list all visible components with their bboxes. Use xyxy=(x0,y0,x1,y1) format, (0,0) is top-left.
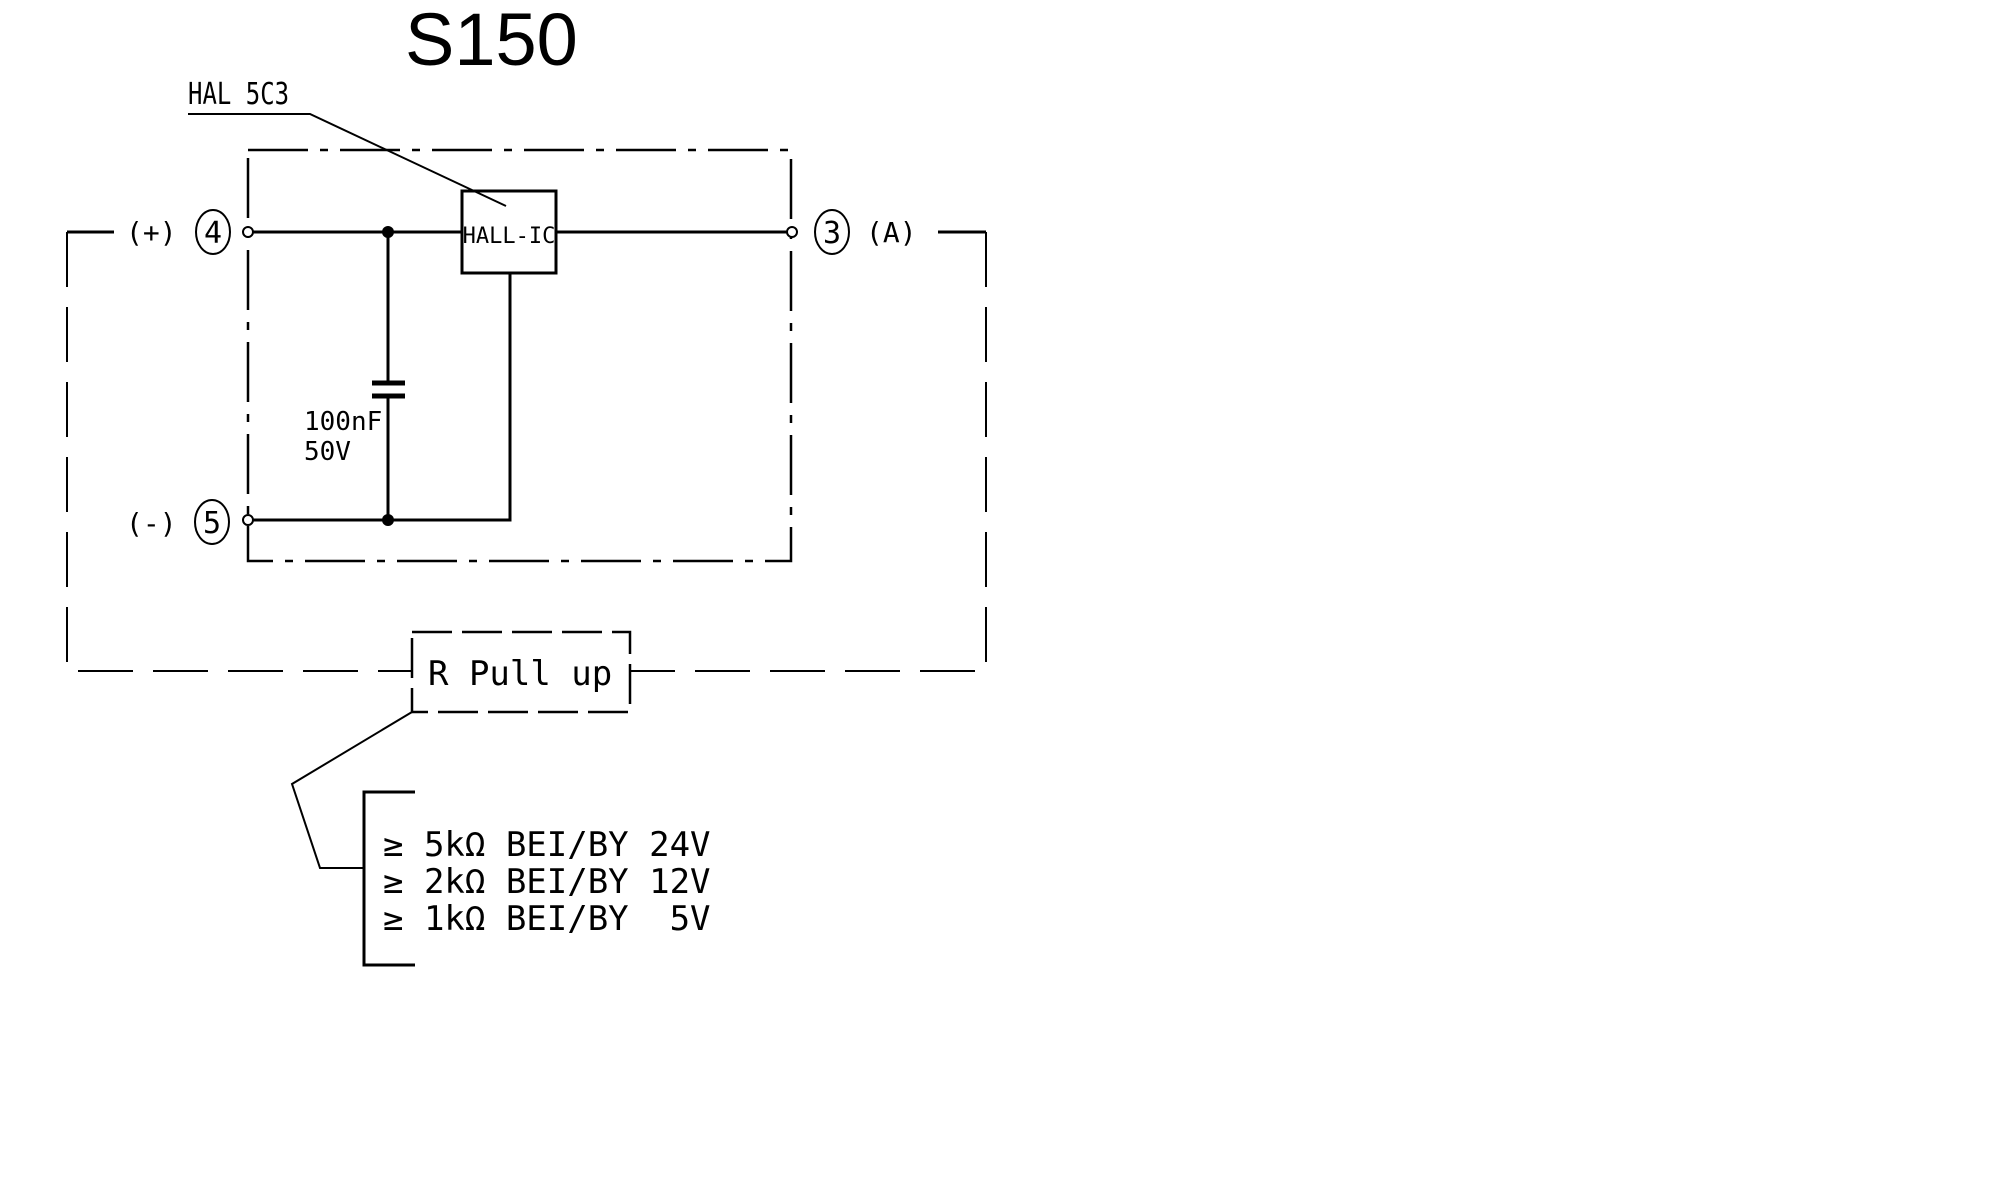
pullup-note-leader xyxy=(290,711,413,869)
terminal-plus-label: (+) xyxy=(126,216,177,249)
terminal-plus-number-circle xyxy=(195,209,231,255)
pullup-note-12v: ≥ 2kΩ BEI/BY 12V xyxy=(383,862,711,902)
pullup-label: R Pull up xyxy=(428,654,612,694)
external-pullup-wire-left xyxy=(66,232,412,672)
pin-output xyxy=(786,226,798,238)
pullup-note-bracket xyxy=(362,790,415,967)
junction-dot xyxy=(382,226,394,238)
capacitor-value: 100nF xyxy=(304,407,382,437)
terminal-minus-number: 5 xyxy=(203,506,221,541)
pullup-note-5v: ≥ 1kΩ BEI/BY 5V xyxy=(383,899,711,939)
terminal-output-label: (A) xyxy=(866,216,917,249)
ic-part-leader xyxy=(188,113,507,207)
capacitor-voltage: 50V xyxy=(304,437,351,467)
terminal-output-number-circle xyxy=(814,209,850,255)
ground-wire xyxy=(248,273,512,522)
terminal-output-number: 3 xyxy=(823,216,841,251)
pullup-note-24v: ≥ 5kΩ BEI/BY 24V xyxy=(383,825,711,865)
hall-ic-label: HALL-IC xyxy=(463,224,556,249)
external-pullup-wire-right xyxy=(630,232,987,672)
pin-minus xyxy=(242,514,254,526)
pin-plus xyxy=(242,226,254,238)
junction-dot xyxy=(382,514,394,526)
terminal-plus-number: 4 xyxy=(204,216,222,251)
ic-part-label: HAL 5C3 xyxy=(188,77,289,111)
diagram-title: S150 xyxy=(405,0,578,81)
terminal-minus-label: (-) xyxy=(126,507,177,540)
terminal-minus-number-circle xyxy=(194,499,230,545)
pullup-resistor-box xyxy=(410,630,632,714)
hall-ic-box xyxy=(460,189,558,275)
sensor-housing-outline xyxy=(246,148,793,563)
